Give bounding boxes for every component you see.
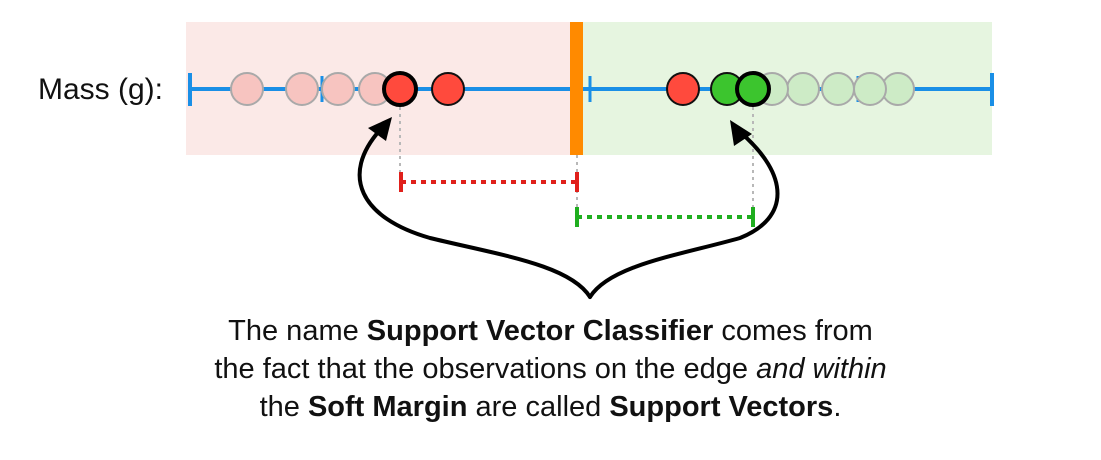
observation-red (431, 72, 465, 106)
support-vector-green (735, 71, 771, 107)
axis-label: Mass (g): (38, 73, 163, 106)
brace-arrow-right (588, 130, 780, 299)
caption-line-1: The name Support Vector Classifier comes… (228, 315, 873, 347)
faded-observation-red (285, 72, 319, 106)
caption-line-3: the Soft Margin are called Support Vecto… (259, 391, 842, 423)
faded-observation-green (821, 72, 855, 106)
brace-arrow-left (357, 128, 592, 299)
faded-observation-green (786, 72, 820, 106)
support-vector-red (382, 71, 418, 107)
arrowhead-right-icon (730, 120, 752, 146)
threshold-bar (570, 22, 583, 155)
faded-observation-red (321, 72, 355, 106)
arrowhead-left-icon (368, 117, 392, 141)
faded-observation-red (230, 72, 264, 106)
observation-red-misclassified (666, 72, 700, 106)
caption: The name Support Vector Classifier comes… (0, 312, 1101, 426)
caption-line-2: the fact that the observations on the ed… (214, 353, 887, 385)
faded-observation-green (853, 72, 887, 106)
